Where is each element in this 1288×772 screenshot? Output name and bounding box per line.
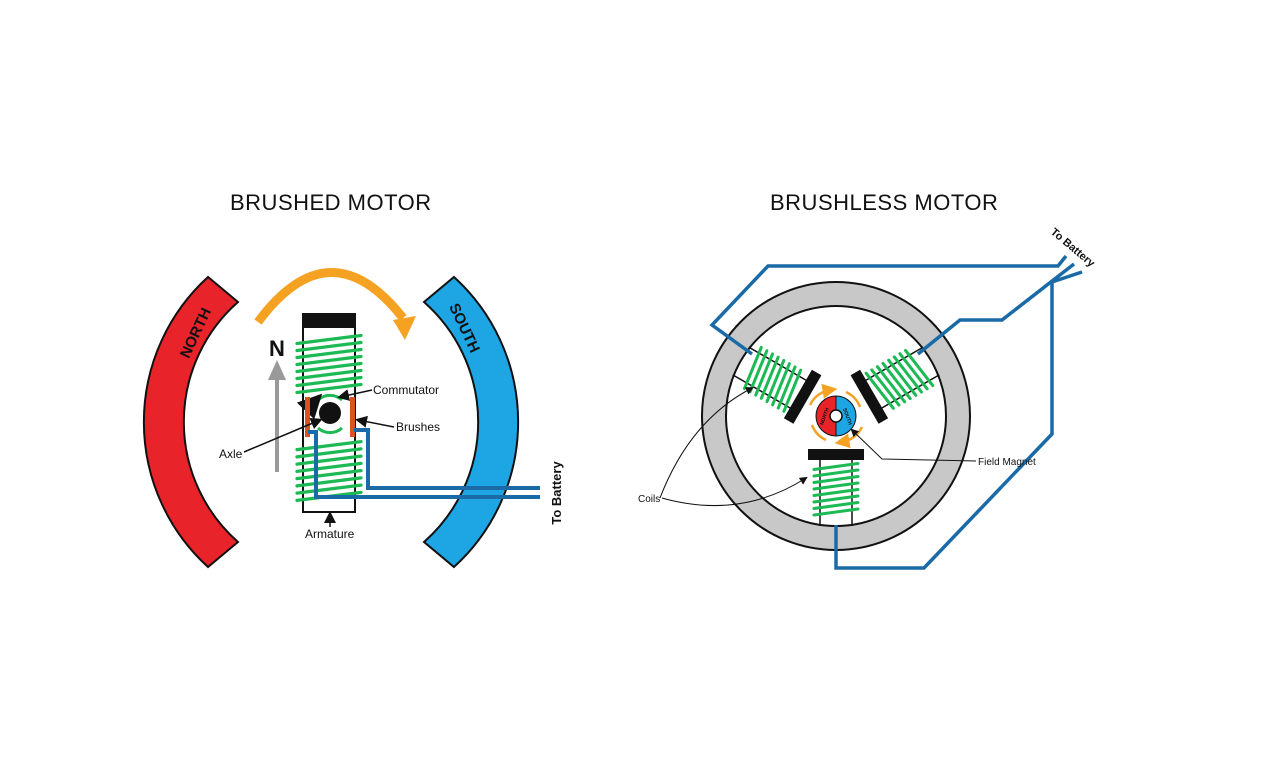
north-magnet (142, 275, 240, 569)
brushes-label: Brushes (396, 420, 440, 434)
coil-winding (875, 365, 907, 404)
coil-winding (295, 483, 363, 495)
coil-winding (748, 349, 769, 394)
brush-right (350, 397, 355, 437)
coil-pole-shoe (783, 369, 822, 424)
armature-top-pole (303, 314, 355, 328)
coil-winding (295, 461, 363, 473)
field-magnet-leader (850, 428, 977, 462)
coil-winding (812, 507, 860, 517)
magnet-rotation-arc-left (810, 424, 827, 442)
brushless-wire-2 (916, 262, 1076, 356)
brushes-leader (355, 415, 395, 428)
coil-winding (295, 354, 363, 367)
commutator-arrow-left (296, 393, 323, 420)
coil-winding (754, 352, 775, 397)
axle-leader (243, 417, 323, 453)
coil-winding (812, 501, 860, 510)
coil-winding (765, 358, 786, 404)
magnet-rotation-arc-right (845, 390, 862, 408)
coil-winding (295, 476, 363, 488)
rotation-arrow-head (393, 316, 416, 340)
coil-winding (742, 345, 763, 391)
armature-coil-bottom (295, 440, 363, 502)
coil-pole-shoe (850, 369, 889, 424)
brushed-motor: NORTH SOUTH N Commutator Brushes A (142, 268, 564, 569)
coil-winding (812, 468, 860, 478)
commutator-label: Commutator (373, 383, 439, 397)
coil-winding (892, 355, 923, 394)
brushless-motor: NORTH SOUTH To Battery Coils Field Magne… (638, 226, 1098, 570)
coil-winding (904, 348, 935, 388)
magnet-south-text: SOUTH (841, 407, 853, 426)
coil-winding (771, 362, 791, 407)
rotation-arrow (254, 268, 407, 325)
battery-wire-2 (308, 430, 540, 499)
stator-coil-bottom (808, 449, 864, 526)
field-arrow-head (268, 360, 286, 380)
stator-coil-left (732, 345, 822, 424)
coil-winding (776, 365, 797, 410)
stator-coil-right (850, 346, 940, 424)
coil-winding (864, 371, 895, 410)
armature-coil-top (295, 333, 363, 395)
coil-winding (295, 382, 363, 395)
coil-pole-shoe (808, 449, 864, 460)
coils-label: Coils (638, 494, 660, 505)
coil-winding (295, 368, 363, 381)
coil-winding (812, 475, 860, 484)
rotor-shaft (829, 409, 843, 423)
coil-winding (812, 462, 860, 471)
coil-winding (881, 361, 912, 401)
battery-wire-1 (354, 428, 540, 490)
magnet-north-text: NORTH (819, 407, 831, 426)
coil-winding (898, 352, 929, 391)
commutator-leader (337, 389, 373, 401)
armature-label: Armature (305, 527, 355, 541)
coil-winding (295, 340, 363, 353)
coil-winding (295, 469, 363, 481)
coil-winding (759, 355, 780, 400)
brushed-motor-title: BRUSHED MOTOR (230, 190, 432, 215)
battery-label: To Battery (549, 461, 564, 525)
field-letter: N (269, 336, 285, 361)
coil-winding (295, 440, 363, 452)
magnet-rotation-arrow-top (808, 383, 838, 406)
brushless-wire-3 (834, 270, 1083, 570)
coil-winding (295, 375, 363, 388)
south-magnet (422, 275, 520, 569)
coil-winding (782, 368, 803, 413)
coil-winding (295, 347, 363, 360)
brushless-wire-1 (709, 254, 1068, 356)
axle-label: Axle (219, 447, 243, 461)
coils-leader-1 (659, 387, 754, 499)
coil-winding (870, 368, 901, 407)
coil-winding (887, 358, 918, 397)
field-magnet-label: Field Magnet (978, 457, 1036, 468)
coils-leader-2 (661, 476, 808, 506)
brushless-motor-title: BRUSHLESS MOTOR (770, 190, 999, 215)
coil-winding (295, 333, 363, 346)
coil-winding (295, 454, 363, 466)
axle (319, 402, 341, 424)
coil-winding (295, 361, 363, 374)
brush-left (305, 397, 310, 437)
coil-winding (295, 447, 363, 459)
coil-winding (812, 481, 860, 491)
coil-winding (812, 494, 860, 504)
coil-winding (812, 488, 860, 497)
